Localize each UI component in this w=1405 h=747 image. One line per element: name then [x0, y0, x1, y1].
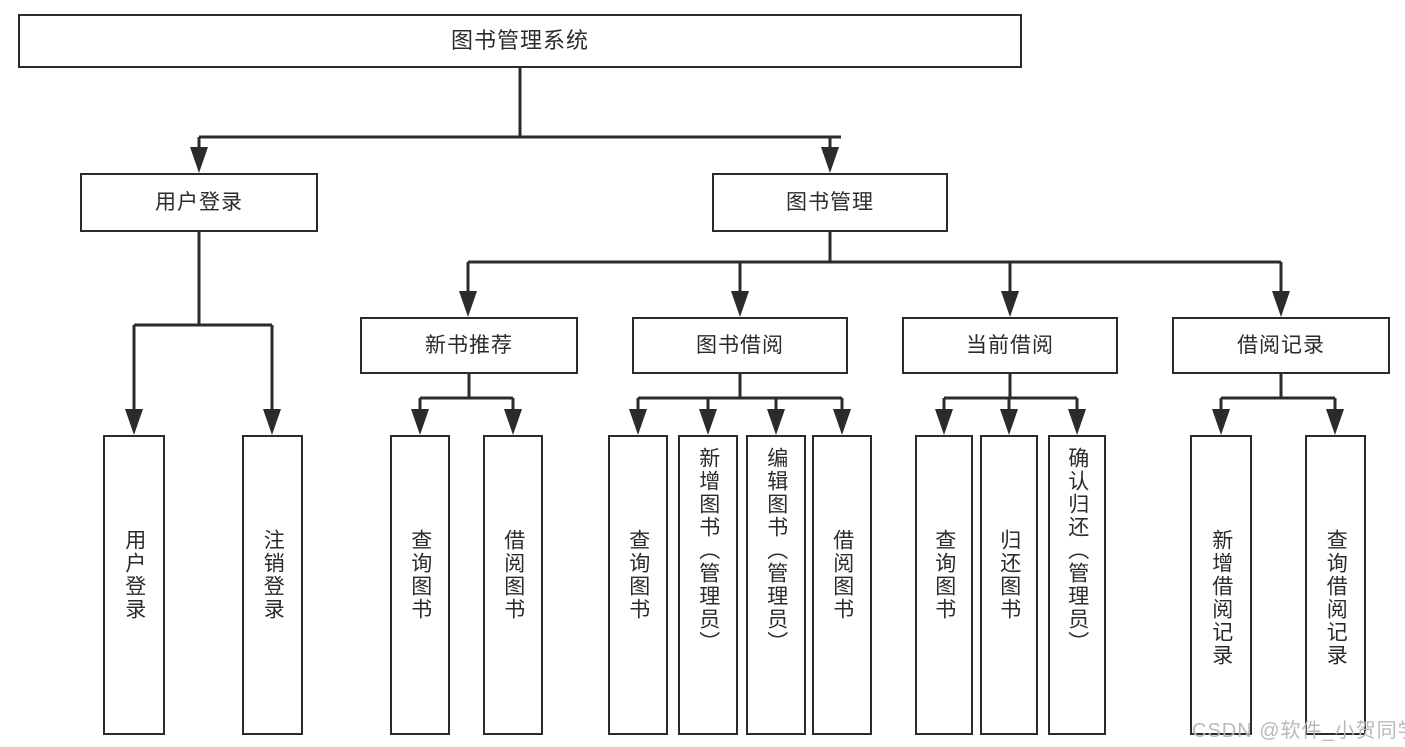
arrowhead [263, 409, 281, 435]
arrowhead [411, 409, 429, 435]
level3-node-2[interactable]: 当前借阅 [902, 317, 1118, 374]
arrowhead [1212, 409, 1230, 435]
level3-node-0[interactable]: 新书推荐 [360, 317, 578, 374]
arrowhead [699, 409, 717, 435]
arrowhead [629, 409, 647, 435]
leaf-node-0[interactable]: 用户登录 [103, 435, 165, 735]
leaf-node-8[interactable]: 查询图书 [915, 435, 973, 735]
arrowhead [1000, 409, 1018, 435]
leaf-node-7[interactable]: 借阅图书 [812, 435, 872, 735]
level3-node-3[interactable]: 借阅记录 [1172, 317, 1390, 374]
arrowhead [504, 409, 522, 435]
level3-node-1[interactable]: 图书借阅 [632, 317, 848, 374]
arrowhead [833, 409, 851, 435]
arrowhead [935, 409, 953, 435]
arrowhead [459, 291, 477, 317]
arrowhead [1326, 409, 1344, 435]
leaf-node-label: 归还图书 [997, 529, 1021, 621]
arrowhead [1272, 291, 1290, 317]
leaf-node-1[interactable]: 注销登录 [242, 435, 303, 735]
leaf-node-label: 查询图书 [626, 529, 650, 621]
watermark-text: CSDN @软件_小贺同学 [1192, 720, 1405, 742]
leaf-node-label: 查询图书 [932, 529, 956, 621]
arrowhead [767, 409, 785, 435]
arrowhead [1068, 409, 1086, 435]
leaf-node-label: 借阅图书 [501, 529, 525, 621]
root-node[interactable]: 图书管理系统 [18, 14, 1022, 68]
level2-node-label: 图书管理 [786, 190, 874, 214]
leaf-node-label: 用户登录 [122, 529, 146, 621]
leaf-node-label: 借阅图书 [830, 529, 854, 621]
level2-node-1[interactable]: 图书管理 [712, 173, 948, 232]
leaf-node-label: 确认归还（管理员） [1065, 447, 1089, 654]
leaf-node-label: 注销登录 [261, 529, 285, 621]
leaf-node-label: 查询图书 [408, 529, 432, 621]
arrowhead [125, 409, 143, 435]
leaf-node-label: 新增图书（管理员） [696, 447, 720, 654]
leaf-node-label: 编辑图书（管理员） [764, 447, 788, 654]
arrowhead [731, 291, 749, 317]
leaf-node-5[interactable]: 新增图书（管理员） [678, 435, 738, 735]
level2-node-label: 用户登录 [155, 190, 243, 214]
leaf-node-10[interactable]: 确认归还（管理员） [1048, 435, 1106, 735]
arrowhead [190, 147, 208, 173]
leaf-node-label: 新增借阅记录 [1209, 529, 1233, 667]
leaf-node-3[interactable]: 借阅图书 [483, 435, 543, 735]
leaf-node-label: 查询借阅记录 [1324, 529, 1348, 667]
level3-node-label: 当前借阅 [966, 333, 1054, 357]
arrowhead [821, 147, 839, 173]
leaf-node-12[interactable]: 查询借阅记录 [1305, 435, 1366, 735]
level3-node-label: 借阅记录 [1237, 333, 1325, 357]
leaf-node-4[interactable]: 查询图书 [608, 435, 668, 735]
level3-node-label: 图书借阅 [696, 333, 784, 357]
leaf-node-11[interactable]: 新增借阅记录 [1190, 435, 1252, 735]
leaf-node-9[interactable]: 归还图书 [980, 435, 1038, 735]
arrowhead [1001, 291, 1019, 317]
leaf-node-2[interactable]: 查询图书 [390, 435, 450, 735]
level3-node-label: 新书推荐 [425, 333, 513, 357]
leaf-node-6[interactable]: 编辑图书（管理员） [746, 435, 806, 735]
root-node-label: 图书管理系统 [450, 27, 589, 53]
level2-node-0[interactable]: 用户登录 [80, 173, 318, 232]
